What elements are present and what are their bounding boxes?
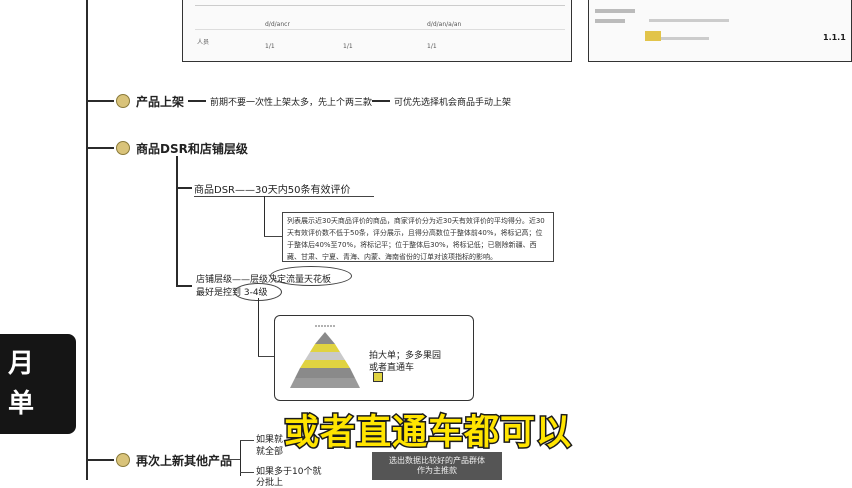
video-subtitle: 或者直通车都可以	[282, 412, 573, 455]
branch-title-new-products[interactable]: 再次上新其他产品	[136, 454, 233, 468]
branch-connector	[176, 156, 178, 286]
panel-cell: 1/1	[265, 43, 275, 50]
branch-connector	[88, 100, 114, 102]
top-data-panel: 人员 d/d/ancr d/d/an/a/an 1/1 1/1 1/1	[182, 0, 572, 62]
pyramid-caption-1: 拍大单；多多果园	[369, 351, 442, 361]
placeholder-bar	[649, 37, 709, 40]
panel-divider	[195, 29, 565, 30]
branch-connector	[258, 298, 259, 356]
pyramid-layer	[310, 344, 340, 352]
note-listing-1[interactable]: 前期不要一次性上架太多，先上个两三款	[210, 98, 373, 108]
branch-connector	[264, 236, 282, 237]
pyramid-chart	[290, 325, 360, 388]
right-data-panel: 1.1.1	[588, 0, 852, 62]
branch-connector	[176, 285, 192, 287]
sub-new-products-2b[interactable]: 分批上	[256, 478, 284, 488]
placeholder-bar	[649, 19, 729, 22]
pyramid-layer	[290, 378, 360, 388]
branch-connector	[88, 147, 114, 149]
branch-connector	[176, 187, 192, 189]
panel-cell: 1/1	[343, 43, 353, 50]
branch-connector	[264, 196, 265, 236]
pyramid-caption-2: 或者直通车	[369, 363, 415, 373]
selection-note-box: 选出数据比较好的产品群体 作为主推款	[372, 452, 502, 480]
branch-connector	[226, 459, 240, 460]
panel-cell: 人员	[197, 39, 210, 46]
note-listing-2[interactable]: 可优先选择机会商品手动上架	[394, 98, 512, 108]
panel-cell: 1/1	[427, 43, 437, 50]
sub-new-products-1a[interactable]: 如果就	[256, 435, 284, 445]
pyramid-layer	[305, 352, 345, 360]
number-3-icon	[116, 453, 130, 467]
branch-title-product-listing[interactable]: 产品上架	[136, 95, 185, 109]
pyramid-layer	[315, 332, 335, 344]
branch-connector	[240, 440, 241, 476]
selection-note-line1: 选出数据比较好的产品群体	[389, 456, 485, 465]
sidebar-tab[interactable]: 月 单	[0, 334, 76, 434]
placeholder-bar	[595, 19, 625, 23]
placeholder-bar	[595, 9, 635, 13]
hand-drawn-circle	[270, 266, 352, 286]
selection-note-line2: 作为主推款	[417, 466, 457, 475]
pyramid-layer	[300, 360, 350, 368]
panel-divider	[195, 5, 565, 6]
highlight-badge	[645, 31, 661, 41]
dsr-description-box: 列表展示近30天商品评价的商品，商家评价分为近30天有效评价的平均得分。近30天…	[282, 212, 554, 262]
sub-dsr-reviews[interactable]: 商品DSR——30天内50条有效评价	[194, 185, 351, 196]
pyramid-panel: 拍大单；多多果园 或者直通车	[274, 315, 474, 401]
branch-connector	[188, 100, 206, 102]
sub-new-products-2a[interactable]: 如果多于10个就	[256, 467, 322, 477]
mindmap-trunk	[86, 0, 88, 480]
cursor-icon	[373, 372, 383, 382]
sub-store-level[interactable]: 店铺层级——层级决定流量天花板	[196, 275, 332, 285]
pyramid-layer	[295, 368, 355, 378]
number-1-icon	[116, 94, 130, 108]
panel-value: 1.1.1	[823, 33, 846, 42]
panel-cell: d/d/ancr	[265, 21, 290, 28]
branch-connector	[372, 100, 390, 102]
sidebar-tab-line2: 单	[8, 389, 35, 419]
sidebar-tab-line1: 月	[8, 349, 35, 379]
branch-connector	[88, 459, 114, 461]
branch-connector	[258, 356, 274, 357]
sub-store-level-target[interactable]: 最好是控到 3-4级	[196, 288, 268, 298]
panel-cell: d/d/an/a/an	[427, 21, 462, 28]
underline	[194, 196, 374, 197]
branch-title-dsr[interactable]: 商品DSR和店铺层级	[136, 142, 248, 156]
number-2-icon	[116, 141, 130, 155]
branch-connector	[240, 440, 254, 441]
sub-new-products-1b[interactable]: 就全部	[256, 447, 284, 457]
branch-connector	[240, 472, 254, 473]
